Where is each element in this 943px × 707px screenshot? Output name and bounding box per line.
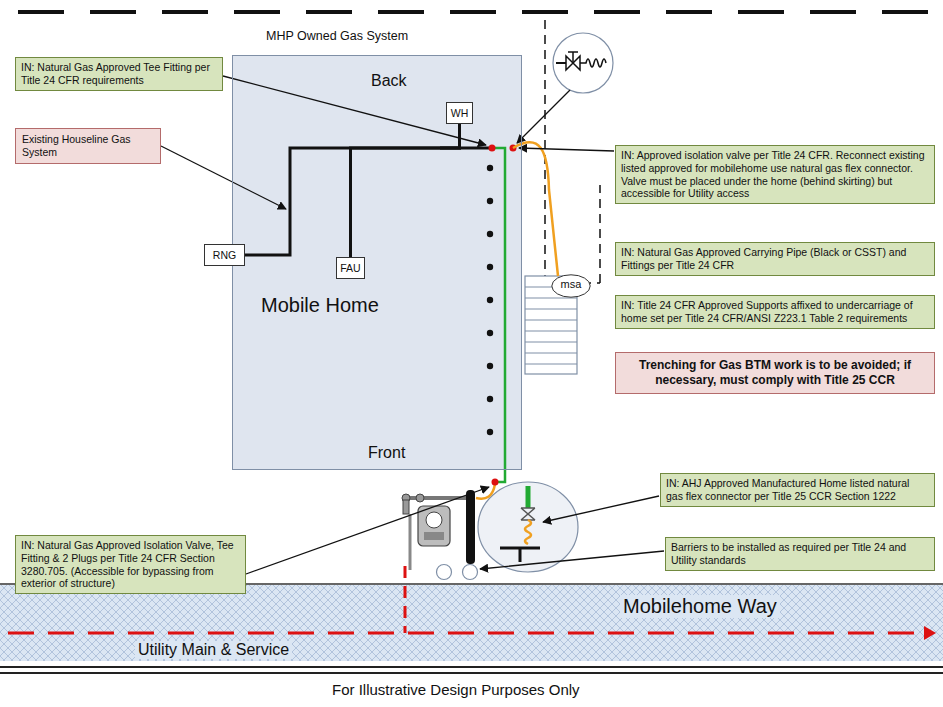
road [0, 585, 943, 661]
callout-box: IN: AHJ Approved Manufactured Home liste… [660, 473, 935, 507]
warning-box: Trenching for Gas BTM work is to be avoi… [615, 352, 935, 394]
illustration-part [480, 551, 664, 569]
illustration-part [487, 363, 493, 369]
illustration-part [426, 512, 442, 528]
ellipse-outline [552, 275, 590, 297]
box-text: RNG [208, 249, 241, 261]
illustration-part [492, 479, 499, 486]
illustration-part [525, 320, 577, 321]
illustration-part [525, 342, 577, 343]
illustration-part [487, 429, 493, 435]
illustration-part [161, 146, 286, 209]
box-text: IN: Natural Gas Approved Isolation Valve… [21, 539, 240, 590]
callout-box: IN: Natural Gas Approved Tee Fitting per… [15, 57, 223, 91]
box-text: Back [371, 72, 407, 90]
appliance-box: RNG [204, 244, 245, 266]
callout-box: IN: Approved isolation valve per Title 2… [615, 145, 935, 204]
meter-ellipse: msa [551, 274, 591, 298]
box-text: IN: Natural Gas Approved Tee Fitting per… [21, 61, 217, 87]
gas-main [8, 632, 926, 635]
illustration-part [487, 297, 493, 303]
illustration-part [924, 626, 936, 640]
box-text: IN: Title 24 CFR Approved Supports affix… [621, 299, 929, 325]
box-text: IN: Natural Gas Approved Carrying Pipe (… [621, 246, 929, 272]
callout-box: IN: Natural Gas Approved Carrying Pipe (… [615, 242, 935, 276]
illustration-part [416, 494, 424, 502]
diagram-label: Utility Main & Service [135, 641, 292, 659]
box-text: Trenching for Gas BTM work is to be avoi… [624, 358, 926, 388]
service-line [404, 566, 407, 633]
detail-circle [478, 482, 578, 572]
box-text: Front [368, 444, 405, 462]
box-text: FAU [340, 262, 361, 274]
illustration-part [246, 487, 489, 574]
diagram-label: Mobilehome Way [620, 595, 780, 618]
home-fill [232, 55, 522, 470]
illustration-part [487, 165, 493, 171]
callout-box: Barriers to be installed as required per… [665, 537, 935, 571]
illustration-part [525, 309, 577, 310]
illustration-part [525, 520, 531, 544]
flex-connector [513, 142, 558, 276]
illustration-part [487, 231, 493, 237]
box-text: Existing Houseline Gas System [22, 133, 154, 159]
carrying-pipe [492, 148, 505, 482]
illustration-part [223, 76, 486, 145]
illustration-part [487, 264, 493, 270]
illustration-part [424, 532, 444, 540]
box-text: IN: AHJ Approved Manufactured Home liste… [666, 477, 929, 503]
illustration-part [466, 490, 475, 564]
illustration-part [0, 666, 943, 668]
appliance-box: FAU [336, 257, 365, 279]
illustration-part [525, 353, 577, 354]
illustration-part [525, 364, 577, 365]
box-text: WH [450, 107, 469, 119]
illustration-part [418, 506, 450, 546]
illustration-part [580, 59, 606, 67]
box-text: Mobile Home [261, 294, 379, 317]
box-text: msa [551, 278, 591, 290]
barrier-post [437, 565, 452, 580]
tee-fitting [489, 145, 496, 152]
leader-lines [161, 76, 664, 574]
illustration-part [568, 52, 578, 63]
callout-box: IN: Title 24 CFR Approved Supports affix… [615, 295, 935, 329]
illustration-part [517, 90, 570, 143]
mobile-home: BackMobile HomeFrontWHRNGFAU [232, 55, 522, 470]
illustration-part [519, 148, 614, 151]
illustration-part [409, 514, 412, 570]
illustration-part [476, 484, 495, 499]
diagram-label: For Illustrative Design Purposes Only [332, 681, 580, 698]
diagram-label: MHP Owned Gas System [266, 29, 408, 43]
box-text: IN: Approved isolation valve per Title 2… [621, 149, 929, 200]
illustration-part [543, 496, 659, 522]
illustration-part [500, 548, 540, 562]
meter-set [402, 479, 499, 571]
illustration-part [525, 331, 577, 332]
illustration-part [487, 198, 493, 204]
illustration-part [487, 330, 493, 336]
callout-box: IN: Natural Gas Approved Isolation Valve… [15, 535, 246, 594]
illustration-part [556, 62, 566, 64]
illustration-part [487, 396, 493, 402]
appliance-box: WH [446, 102, 473, 124]
illustration-part [403, 500, 409, 514]
barrier-post [463, 565, 478, 580]
note-box: Existing Houseline Gas System [15, 128, 161, 164]
illustration-part [526, 486, 531, 508]
boundary-line [18, 10, 935, 14]
gas-pipe [351, 124, 460, 257]
illustration-part [0, 672, 943, 674]
pipe-supports [487, 165, 493, 435]
gas-pipe [245, 124, 460, 255]
illustration-part [521, 508, 535, 520]
valve-icon [553, 33, 613, 93]
box-text: Barriers to be installed as required per… [671, 541, 929, 567]
